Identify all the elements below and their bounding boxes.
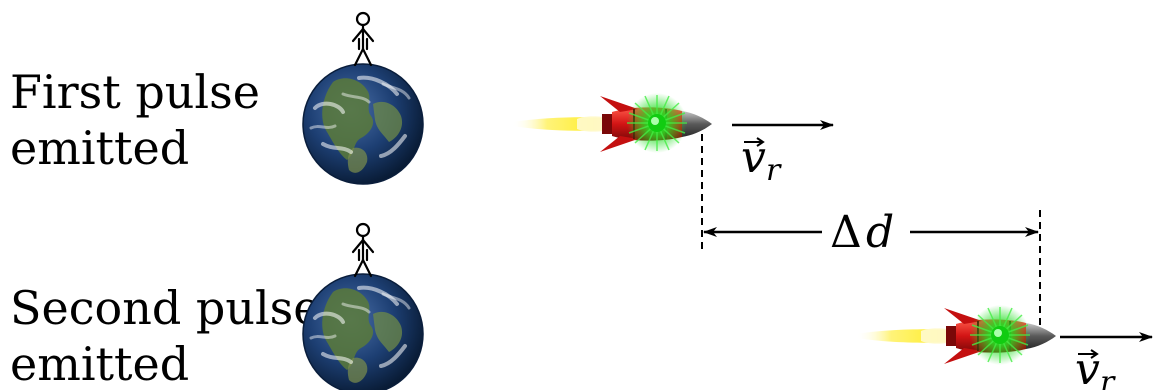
stick-figure-icon [351,11,375,67]
first-pulse-label-line1: First pulse [10,65,260,119]
stick-figure-icon [351,222,375,278]
delta-symbol: Δ [830,207,862,258]
velocity-subscript: r [1100,365,1116,390]
velocity-symbol: v [1075,344,1100,390]
earth-icon [301,272,425,390]
velocity-subscript: r [766,153,782,188]
delta-d-label: Δ d [830,207,894,258]
velocity-label-bottom: v r [1075,344,1116,390]
second-pulse-label-line1: Second pulse [10,281,321,335]
pulse-glow-icon [626,92,688,154]
distance-symbol: d [866,207,894,258]
first-pulse-label-line2: emitted [10,121,190,175]
second-pulse-label: Second pulse emitted [10,280,321,392]
second-pulse-label-line2: emitted [10,337,190,391]
first-pulse-label: First pulse emitted [10,64,260,176]
earth-icon [301,62,425,186]
velocity-label-top: v r [741,132,782,188]
velocity-symbol: v [741,132,766,183]
pulse-glow-icon [969,304,1031,366]
